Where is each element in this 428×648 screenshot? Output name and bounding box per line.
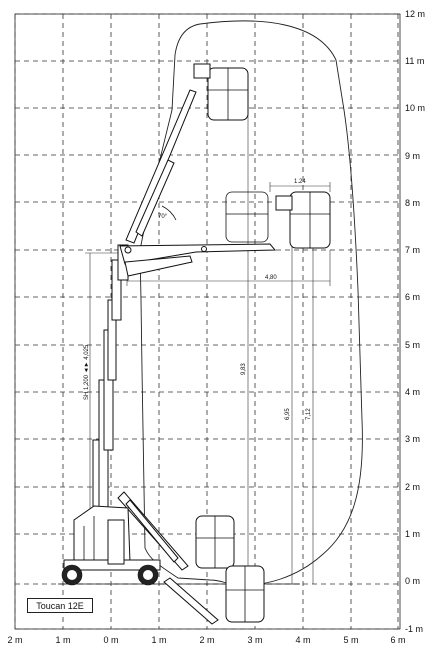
model-label: Toucan 12E (27, 598, 93, 613)
y-axis-ticks: 12 m 11 m 10 m 9 m 8 m 7 m 6 m 5 m 4 m 3… (405, 9, 425, 634)
x-tick-label: 1 m (55, 635, 70, 645)
y-tick-label: 3 m (405, 434, 420, 444)
stowed-jib (117, 491, 189, 571)
chassis (63, 505, 161, 571)
x-tick-label: 1 m (151, 635, 166, 645)
y-tick-label: 7 m (405, 245, 420, 255)
lowered-jib (163, 577, 219, 625)
rear-wheel (137, 564, 159, 586)
y-tick-label: -1 m (405, 624, 423, 634)
x-tick-label: 6 m (390, 635, 405, 645)
y-tick-label: 10 m (405, 103, 425, 113)
basket-right (275, 191, 331, 249)
basket-width-dimension: 1.24 (269, 179, 331, 192)
jib-height-label: 7,12 (306, 408, 312, 420)
y-tick-label: 2 m (405, 482, 420, 492)
platform-height-label: 6,95 (285, 408, 291, 420)
basket-low (225, 565, 265, 623)
front-wheel (61, 564, 83, 586)
x-axis-ticks: 2 m 1 m 0 m 1 m 2 m 3 m 4 m 5 m 6 m (7, 635, 405, 645)
basket-top (193, 63, 249, 121)
mast-height-label: SH 1,200 ◄► 4,025 (84, 344, 90, 400)
rotation-angle-label: 70° (158, 214, 168, 220)
basket-stowed (195, 515, 235, 569)
y-tick-label: 4 m (405, 387, 420, 397)
y-tick-label: 0 m (405, 576, 420, 586)
y-tick-label: 1 m (405, 529, 420, 539)
working-envelope (139, 20, 363, 586)
y-tick-label: 6 m (405, 292, 420, 302)
y-tick-label: 5 m (405, 340, 420, 350)
outreach-label: 4,80 (265, 275, 277, 281)
max-height-label: 9,83 (241, 363, 247, 375)
y-tick-label: 12 m (405, 9, 425, 19)
x-tick-label: 5 m (343, 635, 358, 645)
x-tick-label: 0 m (103, 635, 118, 645)
height-dimensions: 9,83 6,95 7,12 SH 1,200 ◄► 4,025 (84, 115, 314, 584)
basket-width-label: 1.24 (294, 179, 306, 185)
x-tick-label: 3 m (247, 635, 262, 645)
basket-ghost (225, 191, 269, 243)
horizontal-boom (119, 243, 277, 277)
x-tick-label: 2 m (199, 635, 214, 645)
raised-jib: 70° (125, 89, 197, 244)
x-tick-label: 2 m (7, 635, 22, 645)
y-tick-label: 9 m (405, 151, 420, 161)
x-tick-label: 4 m (295, 635, 310, 645)
y-tick-label: 11 m (405, 56, 424, 66)
y-tick-label: 8 m (405, 198, 420, 208)
